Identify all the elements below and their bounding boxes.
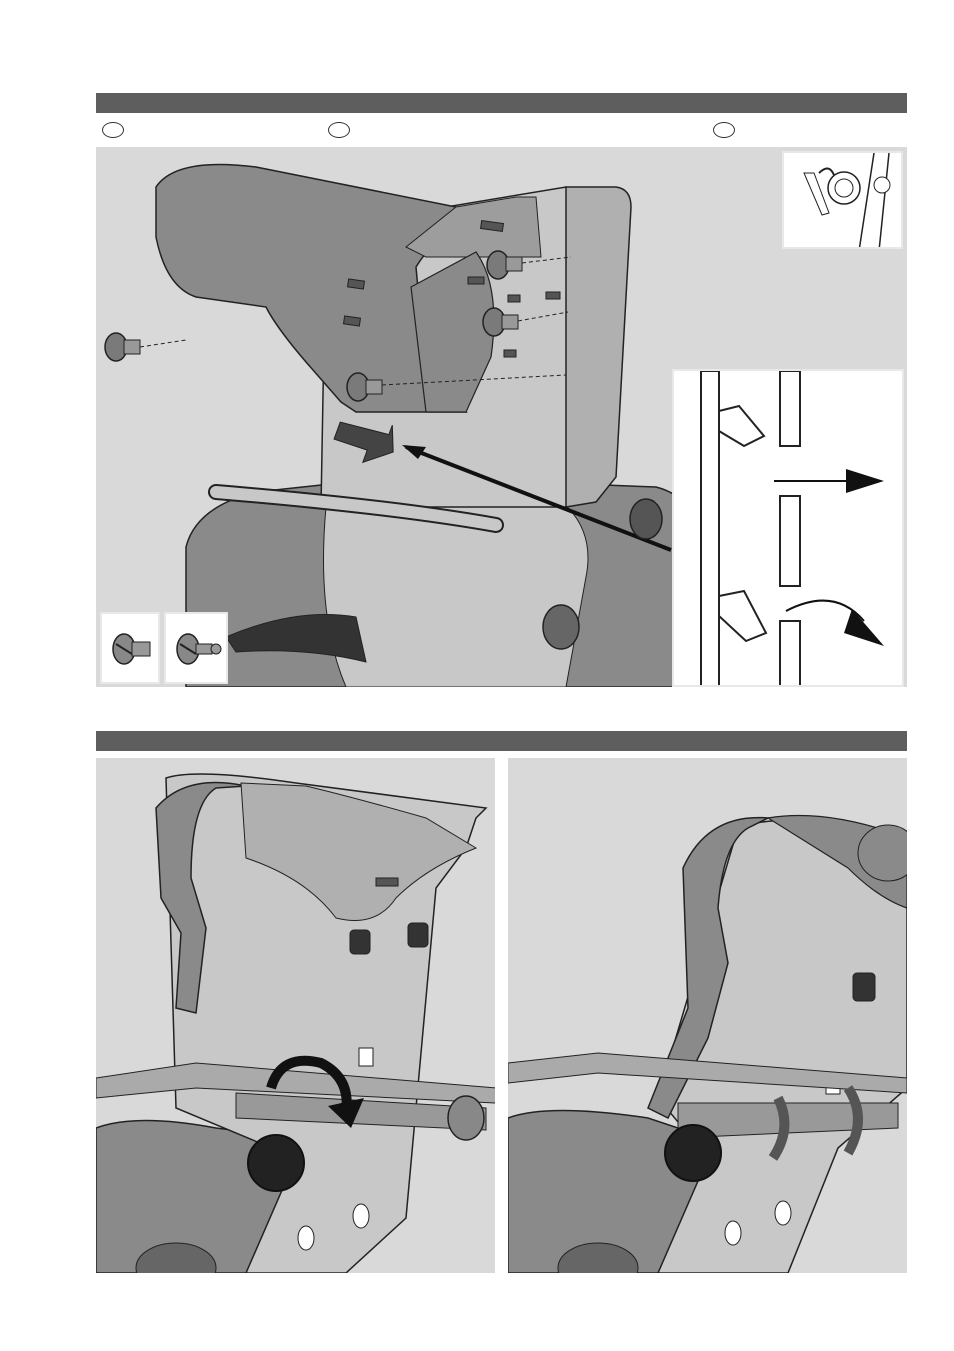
tool-inset [782,151,903,249]
screw-inset-1 [100,612,160,684]
language-marker-2 [328,122,350,138]
language-marker-1 [102,122,124,138]
section-bar-top [96,93,907,113]
backrest-mounted-illustration [508,758,907,1273]
screw-icon [102,614,160,684]
tool-icon [784,153,903,249]
figure-bottom-right [508,758,907,1273]
latch-detail [674,371,904,687]
figure-bottom-left [96,758,495,1273]
screw-inset-2 [164,612,228,684]
detail-inset [672,369,904,687]
screw-icon [166,614,228,684]
figure-top [96,147,907,687]
backrest-rotate-illustration [96,758,495,1273]
screw-icon [105,333,186,361]
language-marker-3 [713,122,735,138]
section-bar-bottom [96,731,907,751]
arrow-icon [774,469,884,493]
